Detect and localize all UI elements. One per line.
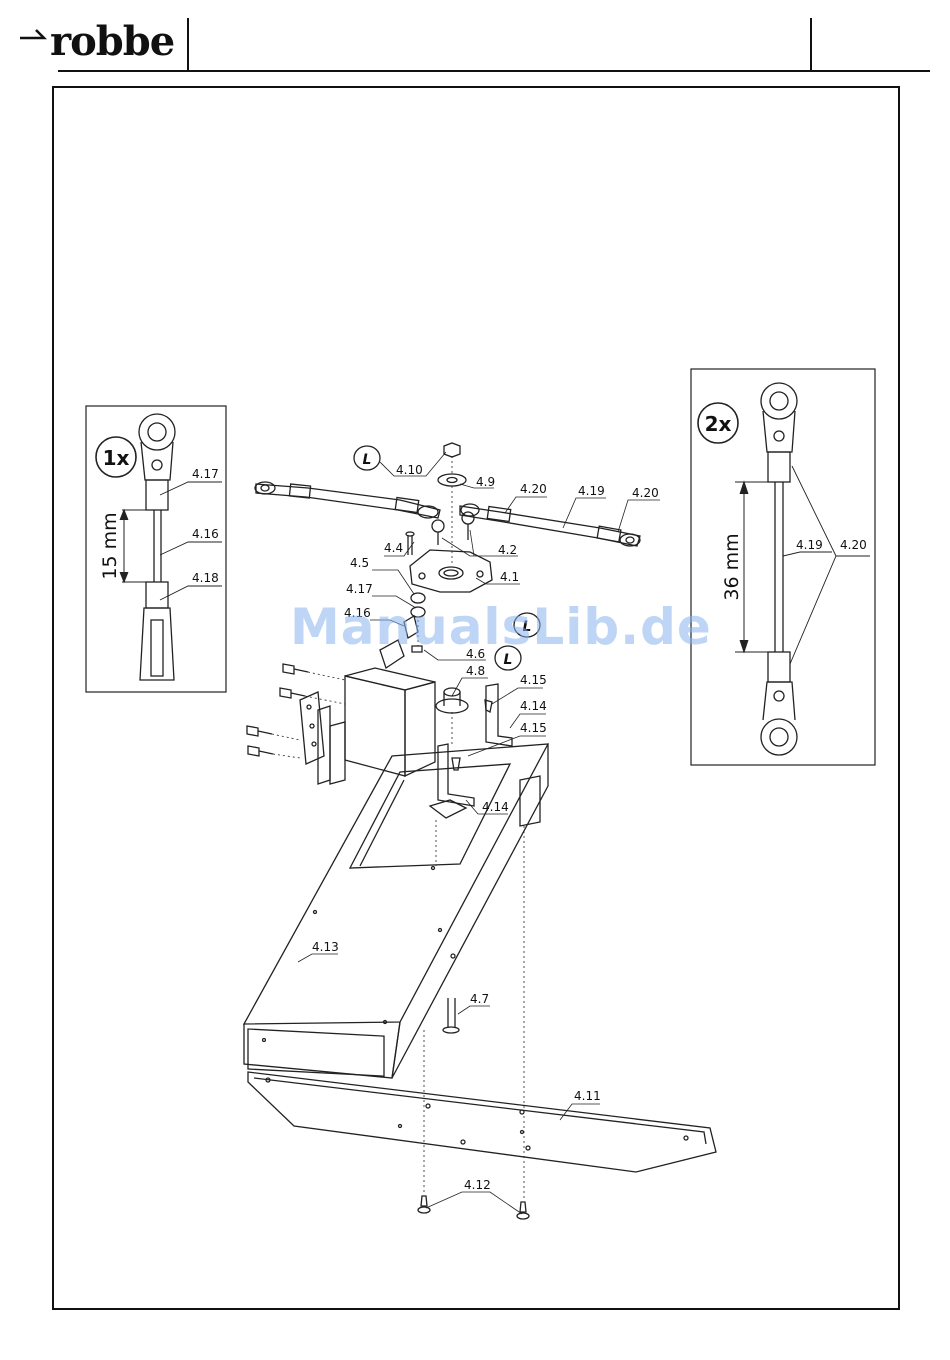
- ball-link-top-pin: [152, 460, 162, 470]
- bushing-4-8: [436, 688, 468, 713]
- exploded-assembly: L L L: [244, 443, 716, 1219]
- inset-left: 1x 15 mm 4.17 4.16 4.1: [86, 406, 226, 692]
- link-collar-top: [146, 480, 168, 510]
- label-4-4: 4.4: [384, 541, 403, 555]
- label-4-20: 4.20: [840, 538, 867, 552]
- ball-link-top: [139, 414, 175, 450]
- clevis-slot: [151, 620, 163, 676]
- label-4-11: 4.11: [574, 1089, 601, 1103]
- leader-4-16: [160, 542, 222, 555]
- linkage-rod-right: [460, 504, 640, 546]
- ball-link-right-top-pin: [774, 431, 784, 441]
- label-4-17: 4.17: [346, 582, 373, 596]
- screw-4-7: [443, 998, 459, 1033]
- bracket-4-14-lower: [438, 744, 474, 806]
- label-4-2: 4.2: [498, 543, 517, 557]
- linkage-rod-left: [255, 482, 440, 518]
- label-4-14-upper: 4.14: [520, 699, 547, 713]
- box-frame-4-13: [244, 744, 548, 1078]
- assembly-axes: [418, 456, 524, 1200]
- label-4-19: 4.19: [578, 484, 605, 498]
- ball-link-right-top-hole: [770, 392, 788, 410]
- leader-4-19: [783, 552, 832, 556]
- inset-right: 2x 36 mm 4.19 4.20: [691, 369, 875, 765]
- servo: [300, 668, 435, 784]
- label-4-13: 4.13: [312, 940, 339, 954]
- dim-left-text: 15 mm: [99, 512, 121, 579]
- label-4-5: 4.5: [350, 556, 369, 570]
- collar-right-bottom: [768, 652, 790, 682]
- label-4-8: 4.8: [466, 664, 485, 678]
- label-4-16: 4.16: [192, 527, 219, 541]
- label-4-20-left: 4.20: [520, 482, 547, 496]
- ball-link-top-body: [141, 442, 173, 480]
- label-4-7: 4.7: [470, 992, 489, 1006]
- label-4-14-lower: 4.14: [482, 800, 509, 814]
- label-4-18: 4.18: [192, 571, 219, 585]
- label-4-12: 4.12: [464, 1178, 491, 1192]
- ball-link-right-top: [761, 383, 797, 419]
- label-4-17: 4.17: [192, 467, 219, 481]
- ball-link-top-hole: [148, 423, 166, 441]
- collar-right-top: [768, 452, 790, 482]
- ball-link-right-bottom-pin: [774, 691, 784, 701]
- clevis-body: [140, 608, 174, 680]
- label-4-10: 4.10: [396, 463, 423, 477]
- part-labels: 4.10 4.9 4.20 4.19 4.20 4.4 4.2 4.1 4.5 …: [312, 463, 659, 1192]
- watermark: ManualsLib.de: [290, 598, 712, 656]
- label-4-1: 4.1: [500, 570, 519, 584]
- label-4-15-lower: 4.15: [520, 721, 547, 735]
- clevis-collar: [146, 582, 168, 608]
- base-plate-4-11: [248, 1072, 716, 1172]
- dim-right-text: 36 mm: [721, 533, 743, 600]
- qty-right-text: 2x: [705, 412, 732, 436]
- ball-link-right-bottom: [761, 719, 797, 755]
- label-4-9: 4.9: [476, 475, 495, 489]
- leader-4-17: [160, 482, 222, 495]
- qty-left-text: 1x: [103, 446, 130, 470]
- leader-4-18: [160, 586, 222, 600]
- leader-4-20: [790, 466, 870, 664]
- label-4-15-upper: 4.15: [520, 673, 547, 687]
- label-4-20-right: 4.20: [632, 486, 659, 500]
- bracket-4-14-upper: [486, 684, 512, 746]
- label-4-19: 4.19: [796, 538, 823, 552]
- loctite-label-1: L: [363, 452, 372, 468]
- ball-link-right-bottom-hole: [770, 728, 788, 746]
- nut-4-10: [444, 443, 460, 457]
